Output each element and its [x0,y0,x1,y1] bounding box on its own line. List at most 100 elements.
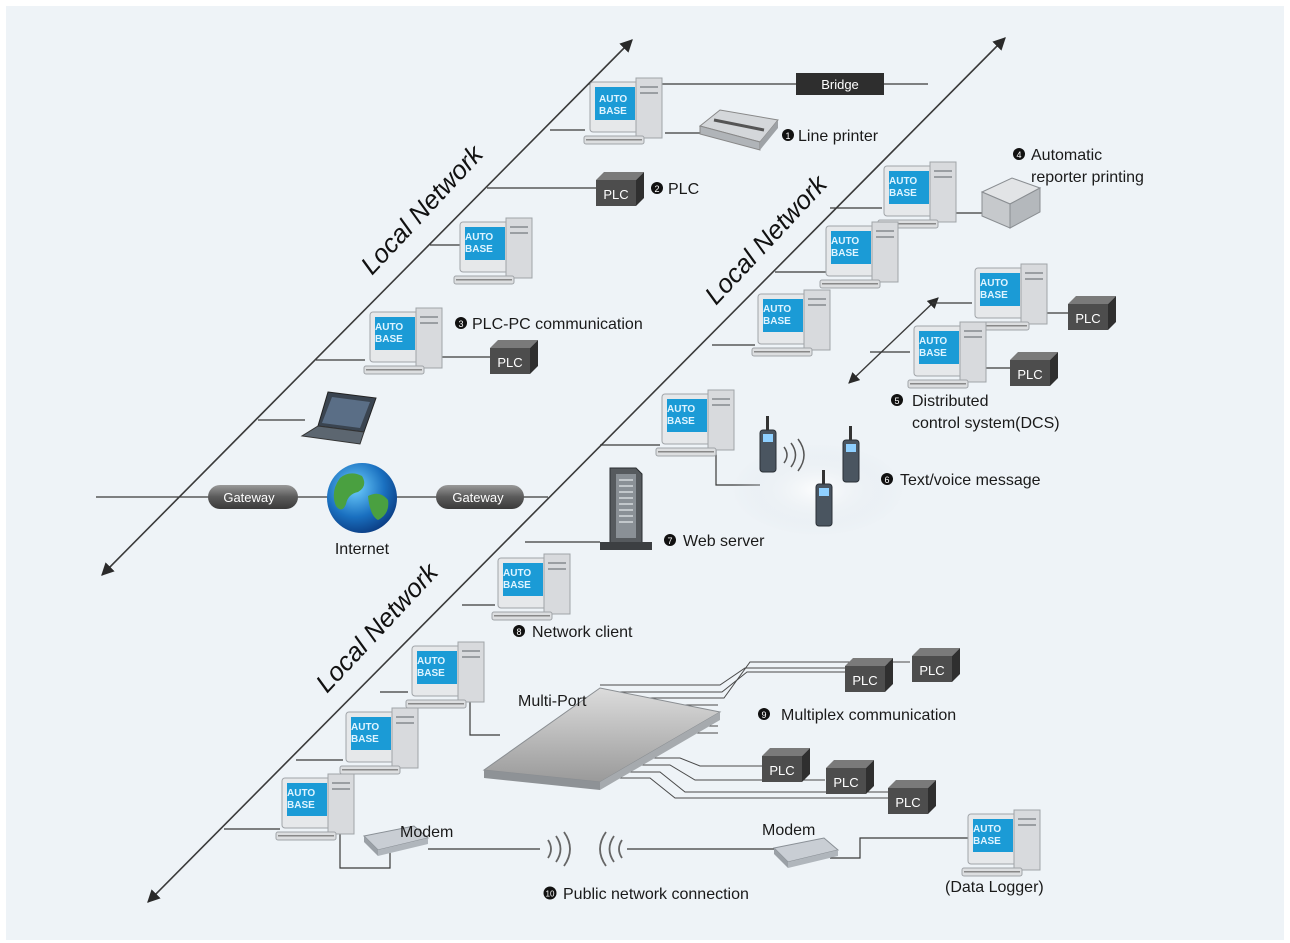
autobase-pc-3: AUTO BASE [363,307,443,375]
callout-4: 4 Automatic reporter printing [1013,147,1144,186]
svg-text:AUTO: AUTO [980,278,1008,289]
svg-text:AUTO: AUTO [667,404,695,415]
autobase-pc-6: AUTO BASE [751,289,831,357]
branch-lines [96,83,1070,869]
bridge-label: Bridge [821,77,859,92]
svg-text:AUTO: AUTO [465,232,493,243]
dcs-network-line [848,297,939,384]
svg-text:Line printer: Line printer [798,128,879,145]
callout-3: 3 PLC-PC communication [455,316,643,333]
svg-text:7: 7 [667,536,672,546]
svg-text:BASE: BASE [351,734,379,745]
svg-text:PLC: PLC [833,775,858,790]
svg-text:AUTO: AUTO [375,322,403,333]
svg-text:AUTO: AUTO [919,336,947,347]
plc-box-dcs-2: PLC [1010,352,1058,386]
plc-box-3: PLC [490,340,538,374]
svg-text:PLC: PLC [852,673,877,688]
svg-text:PLC: PLC [769,763,794,778]
modem-label-right: Modem [762,822,815,839]
svg-text:BASE: BASE [763,316,791,327]
svg-text:1: 1 [785,131,790,141]
svg-text:BASE: BASE [375,334,403,345]
svg-text:AUTO: AUTO [599,94,627,105]
reporter-printer-device [980,177,1042,229]
svg-text:6: 6 [884,475,889,485]
svg-text:5: 5 [894,396,899,406]
autobase-pc-4: AUTO BASE [877,161,957,229]
local-network-line-2 [147,37,1006,903]
laptop-icon [300,391,377,445]
svg-text:PLC: PLC [497,355,522,370]
autobase-pc-1: AUTO BASE [583,77,663,145]
multiport-switch-icon [482,687,722,790]
callout-10: 10 Public network connection [543,886,749,903]
svg-text:PLC: PLC [1017,367,1042,382]
svg-text:Network client: Network client [532,624,633,641]
svg-text:AUTO: AUTO [763,304,791,315]
callout-8: 8 Network client [513,624,633,641]
plc-box-mux-5: PLC [888,780,936,814]
internet-label: Internet [335,541,390,558]
plc-box-mux-4: PLC [826,760,874,794]
svg-text:BASE: BASE [599,106,627,117]
svg-text:Gateway: Gateway [452,490,504,505]
svg-text:Public network connection: Public network connection [563,886,749,903]
callout-6: 6 Text/voice message [881,472,1041,489]
wireless-signal-icon [547,831,623,867]
globe-icon [327,463,397,533]
plc-box-mux-2: PLC [912,648,960,682]
svg-text:BASE: BASE [831,248,859,259]
autobase-pc-8: AUTO BASE [907,321,987,389]
autobase-pc-5: AUTO BASE [819,221,899,289]
data-logger-label: (Data Logger) [945,879,1044,896]
plc-box-2: PLC [596,172,644,206]
svg-text:AUTO: AUTO [287,788,315,799]
line-printer-device [698,109,779,151]
svg-text:Automatic: Automatic [1031,147,1102,164]
gateway-left: Gateway [208,485,298,509]
svg-text:3: 3 [458,319,463,329]
svg-text:Distributed: Distributed [912,393,988,410]
plc-box-mux-1: PLC [845,658,893,692]
svg-text:BASE: BASE [919,348,947,359]
svg-text:PLC: PLC [603,187,628,202]
svg-text:BASE: BASE [667,416,695,427]
multiport-label: Multi-Port [518,693,587,710]
data-logger-pc: AUTO BASE [961,809,1041,877]
svg-text:BASE: BASE [287,800,315,811]
svg-text:BASE: BASE [417,668,445,679]
svg-text:Gateway: Gateway [223,490,275,505]
svg-text:Multiplex communication: Multiplex communication [781,707,956,724]
svg-text:10: 10 [546,890,555,899]
autobase-pc-9: AUTO BASE [655,389,735,457]
svg-text:BASE: BASE [465,244,493,255]
svg-text:control system(DCS): control system(DCS) [912,415,1060,432]
callout-1: 1 Line printer [782,128,879,145]
svg-text:PLC-PC communication: PLC-PC communication [472,316,643,333]
svg-text:AUTO: AUTO [503,568,531,579]
svg-text:AUTO: AUTO [973,824,1001,835]
svg-text:9: 9 [761,710,766,720]
callout-5: 5 Distributed control system(DCS) [891,393,1060,432]
wireless-signal-icon [783,438,805,472]
autobase-pc-7: AUTO BASE [968,263,1048,331]
svg-text:reporter printing: reporter printing [1031,169,1144,186]
server-tower-icon [600,467,652,550]
callout-2: 2 PLC [651,181,699,198]
svg-text:BASE: BASE [980,290,1008,301]
svg-text:PLC: PLC [1075,311,1100,326]
autobase-pc-12: AUTO BASE [339,707,419,775]
svg-text:AUTO: AUTO [351,722,379,733]
svg-text:4: 4 [1016,150,1021,160]
svg-text:AUTO: AUTO [417,656,445,667]
autobase-pc-10: AUTO BASE [491,553,571,621]
svg-text:Web server: Web server [683,533,765,550]
svg-text:PLC: PLC [919,663,944,678]
autobase-pc-13: AUTO BASE [275,773,355,841]
gateway-right: Gateway [436,485,524,509]
svg-text:Text/voice message: Text/voice message [900,472,1041,489]
svg-text:BASE: BASE [973,836,1001,847]
svg-text:PLC: PLC [668,181,699,198]
